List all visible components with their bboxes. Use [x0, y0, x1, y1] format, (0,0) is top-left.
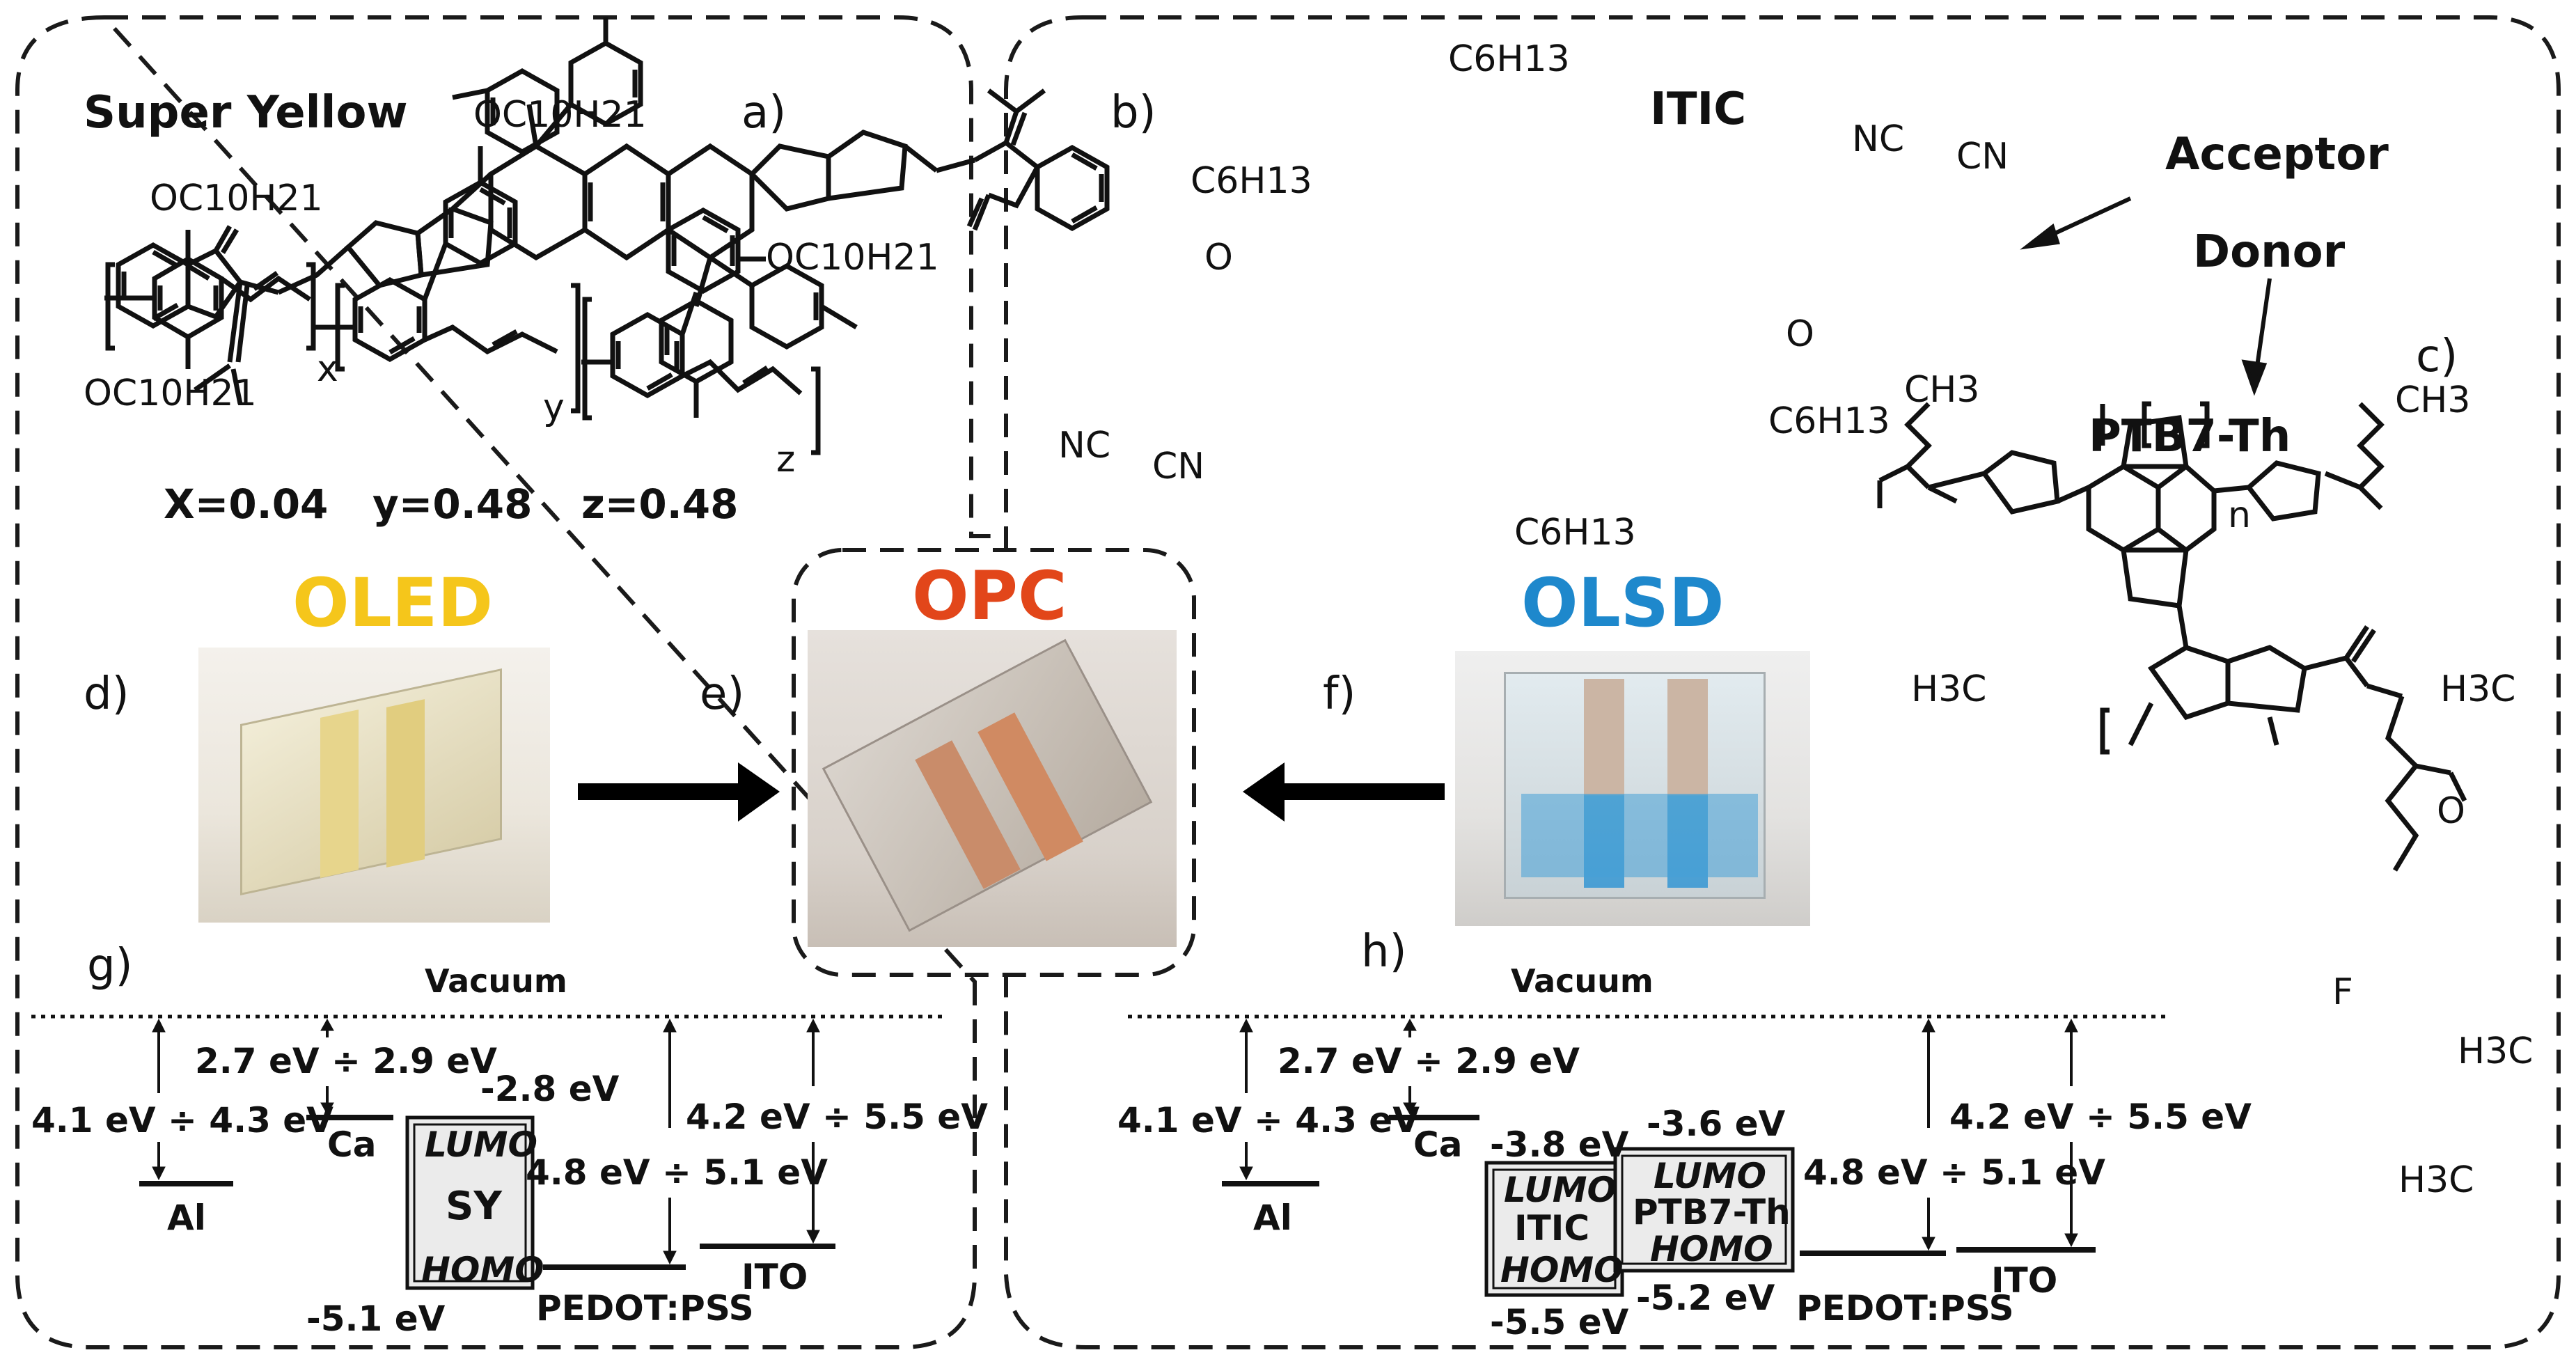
olsd-ptb7-lumo-value: -3.6 eV: [1647, 1104, 1786, 1144]
oled-range-pedot: 4.8 eV ÷ 5.1 eV: [526, 1152, 828, 1193]
olsd-range-ito: 4.2 eV ÷ 5.5 eV: [1949, 1097, 2252, 1137]
super-yellow-title: Super Yellow: [84, 87, 408, 139]
ptb7-fluorine: F: [2332, 971, 2353, 1013]
olsd-ptb7-homo-value: -5.2 eV: [1636, 1278, 1775, 1318]
oled-pedot-label: PEDOT:PSS: [536, 1288, 754, 1328]
acceptor-label: Acceptor: [2165, 129, 2389, 180]
energy-diagram-olsd: [1128, 1014, 2165, 1297]
oled-electrode-stripe: [320, 710, 359, 878]
oled-box-lumo: LUMO: [425, 1124, 537, 1165]
device-arrows: [578, 762, 1445, 822]
itic-title: ITIC: [1650, 84, 1747, 135]
olsd-vacuum-label: Vacuum: [1511, 962, 1654, 1000]
panel-label-g: g): [87, 940, 133, 991]
itic-cn-top: CN: [1956, 136, 2009, 178]
itic-nc-bottom: NC: [1058, 425, 1111, 467]
ptb7th-title: PTB7-Th: [2089, 411, 2291, 462]
opc-device-photo: [808, 630, 1177, 947]
panel-label-a: a): [741, 87, 787, 139]
olsd-ptb7-box-lumo: LUMO: [1654, 1156, 1766, 1196]
oled-title: OLED: [292, 564, 494, 642]
oled-device-photo: [198, 648, 550, 923]
olsd-ca-label: Ca: [1413, 1124, 1463, 1165]
itic-c6h13-right: C6H13: [1768, 400, 1890, 442]
ptb7-h3c-right: H3C: [2440, 668, 2516, 710]
olsd-itic-lumo-value: -3.8 eV: [1490, 1124, 1629, 1165]
olsd-ptb7-box-homo: HOMO: [1650, 1229, 1773, 1269]
olsd-title: OLSD: [1521, 564, 1725, 642]
olsd-ptb7-box-name: PTB7-Th: [1633, 1192, 1791, 1232]
frame-left: [15, 15, 1003, 1349]
sy-x-subscript: x: [317, 348, 338, 390]
sy-composition-x: X=0.04: [164, 480, 329, 528]
olsd-itic-homo-value: -5.5 eV: [1490, 1302, 1629, 1342]
opc-title: OPC: [912, 557, 1067, 635]
panel-label-b: b): [1110, 87, 1156, 139]
sy-substituent-left-top: OC10H21: [150, 178, 323, 219]
itic-c6h13-top: C6H13: [1448, 38, 1570, 80]
ptb7-oxygen: O: [2437, 790, 2465, 832]
oled-range-al: 4.1 eV ÷ 4.3 eV: [31, 1100, 333, 1140]
oled-sy-lumo-value: -2.8 eV: [480, 1069, 620, 1109]
oled-sy-homo-value: -5.1 eV: [306, 1299, 446, 1339]
ptb7-h3c-left: H3C: [1911, 668, 1987, 710]
olsd-al-label: Al: [1253, 1198, 1292, 1238]
panel-label-d: d): [84, 668, 129, 720]
olsd-itic-box-homo: HOMO: [1500, 1250, 1624, 1290]
olsd-range-al: 4.1 eV ÷ 4.3 eV: [1117, 1100, 1420, 1140]
olsd-blue-active-area: [1521, 794, 1758, 877]
acceptor-donor-arrows: [2020, 196, 2272, 396]
olsd-device-photo: [1455, 651, 1810, 926]
frame-right: [1004, 15, 2561, 1349]
sy-y-subscript: y: [543, 386, 565, 428]
oled-box-name: SY: [446, 1184, 502, 1229]
itic-nc-top: NC: [1852, 118, 1905, 160]
olsd-range-pedot: 4.8 eV ÷ 5.1 eV: [1803, 1152, 2105, 1193]
sy-z-subscript: z: [776, 439, 796, 480]
itic-o-right: O: [1786, 313, 1814, 355]
ptb7-h3c-tail1: H3C: [2458, 1030, 2534, 1072]
oled-range-ito: 4.2 eV ÷ 5.5 eV: [686, 1097, 988, 1137]
donor-label: Donor: [2193, 226, 2346, 278]
ptb7-n-subscript: n: [2228, 494, 2251, 536]
itic-structure: [116, 17, 1110, 418]
itic-o-left: O: [1204, 237, 1233, 279]
frame-opc: [792, 548, 1196, 977]
oled-al-label: Al: [167, 1198, 206, 1238]
olsd-itic-box-lumo: LUMO: [1504, 1170, 1617, 1210]
energy-diagram-oled: [31, 1014, 947, 1290]
ptb7-h3c-tail2: H3C: [2398, 1159, 2474, 1201]
oled-box-homo: HOMO: [421, 1250, 544, 1290]
olsd-ito-label: ITO: [1991, 1260, 2058, 1301]
olsd-pedot-label: PEDOT:PSS: [1796, 1288, 2014, 1328]
oled-glass-substrate: [240, 668, 502, 895]
sy-substituent-left-bottom: OC10H21: [84, 373, 257, 414]
oled-electrode-stripe: [386, 699, 425, 868]
panel-label-h: h): [1361, 926, 1407, 978]
itic-c6h13-left: C6H13: [1191, 160, 1312, 202]
oled-vacuum-label: Vacuum: [425, 962, 567, 1000]
panel-label-f: f): [1323, 668, 1356, 720]
ptb7-ch3-left: CH3: [1904, 369, 1980, 411]
sy-composition-y: y=0.48: [372, 480, 533, 528]
olsd-itic-box-name: ITIC: [1514, 1208, 1590, 1248]
dashed-frames: [15, 15, 2561, 1349]
opc-glass-substrate: [822, 638, 1153, 932]
ptb7th-structure: [1877, 401, 2467, 872]
sy-substituent-top: OC10H21: [473, 94, 647, 136]
oled-ito-label: ITO: [741, 1257, 808, 1297]
panel-label-c: c): [2416, 331, 2458, 382]
oled-range-ca: 2.7 eV ÷ 2.9 eV: [195, 1041, 497, 1081]
oled-ca-label: Ca: [327, 1124, 377, 1165]
sy-substituent-right: OC10H21: [766, 237, 939, 279]
olsd-range-ca: 2.7 eV ÷ 2.9 eV: [1278, 1041, 1580, 1081]
ptb7-ch3-right: CH3: [2395, 379, 2471, 421]
sy-composition-z: z=0.48: [581, 480, 739, 528]
itic-cn-bottom: CN: [1152, 446, 1205, 487]
itic-c6h13-bottom: C6H13: [1514, 512, 1636, 554]
panel-label-e: e): [700, 668, 745, 720]
